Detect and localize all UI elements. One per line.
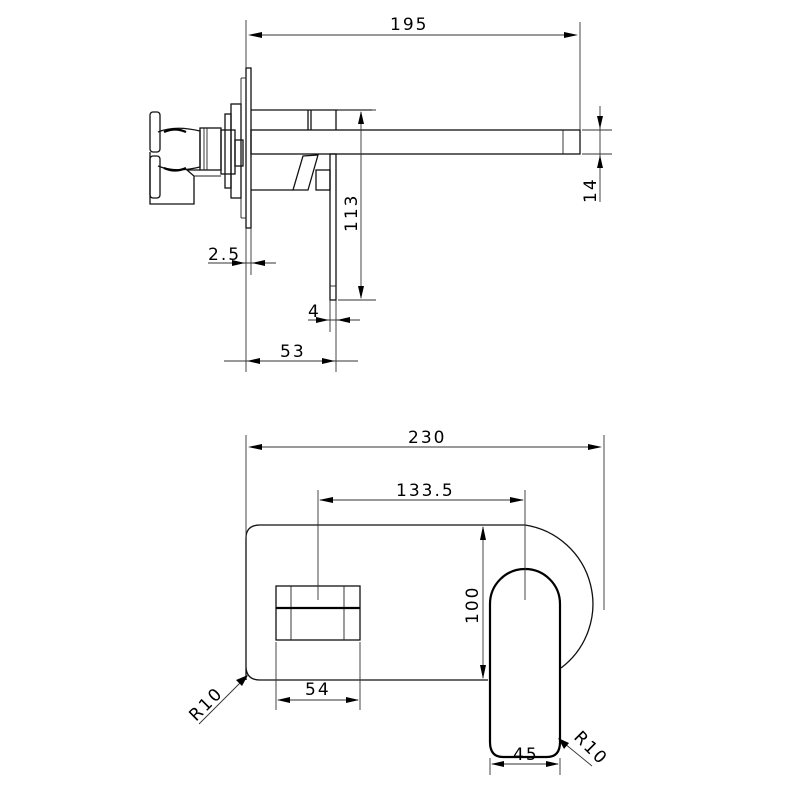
dimension-14: 14 — [581, 106, 612, 203]
dim-label-54: 54 — [305, 680, 331, 700]
dim-label-53: 53 — [280, 342, 306, 362]
dimension-100: 100 — [463, 526, 486, 679]
dimension-133-5: 133.5 — [317, 481, 526, 600]
dimension-195: 195 — [245, 15, 581, 130]
dim-label-14: 14 — [581, 177, 601, 203]
valve-body — [149, 103, 244, 205]
side-view: 195 14 113 2.5 — [149, 15, 612, 372]
dimension-2-5: 2.5 — [208, 228, 276, 372]
dim-label-113: 113 — [342, 194, 362, 232]
dimension-54: 54 — [275, 642, 361, 710]
dimension-230: 230 — [245, 428, 605, 610]
dim-label-r10-plate: R10 — [185, 683, 227, 725]
dimension-113: 113 — [338, 109, 376, 301]
front-view: 230 133.5 100 54 — [185, 428, 612, 775]
dim-label-195: 195 — [390, 15, 428, 35]
dimension-r10-spout: R10 — [558, 727, 612, 769]
spout-side — [250, 109, 581, 155]
lever-side — [251, 153, 337, 301]
dimension-45: 45 — [489, 745, 561, 775]
dim-label-45: 45 — [513, 745, 539, 765]
wall-plate-front — [245, 524, 594, 681]
dim-label-230: 230 — [408, 428, 446, 448]
dim-label-4: 4 — [308, 302, 321, 322]
dimension-r10-plate: R10 — [185, 675, 248, 726]
dim-label-r10-spout: R10 — [569, 727, 611, 769]
dim-label-100: 100 — [463, 586, 483, 624]
dim-label-133-5: 133.5 — [396, 481, 455, 501]
dimension-4: 4 — [308, 300, 360, 372]
dim-label-2-5: 2.5 — [208, 245, 241, 265]
dimension-53: 53 — [224, 342, 358, 364]
